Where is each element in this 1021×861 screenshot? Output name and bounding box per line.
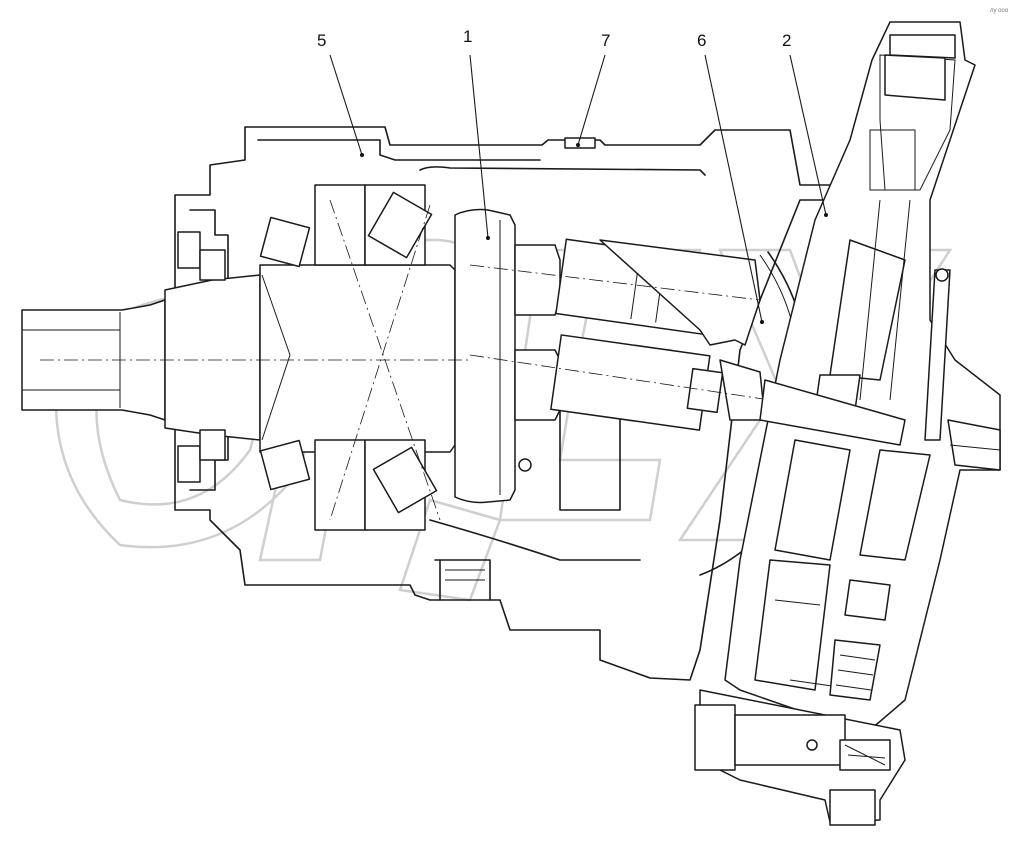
part-labels: 5 1 7 6 2 xyxy=(317,27,791,50)
label-part-2: 2 xyxy=(782,31,791,50)
output-shaft xyxy=(21,264,466,453)
pistons xyxy=(514,238,766,431)
port-cover xyxy=(724,21,1001,731)
label-part-6: 6 xyxy=(697,31,706,50)
label-part-7: 7 xyxy=(601,31,610,50)
label-part-5: 5 xyxy=(317,31,326,50)
leader-dots xyxy=(360,143,828,324)
corner-mark: лу ооо xyxy=(990,8,1009,14)
bottom-end-cap xyxy=(694,689,906,826)
label-part-1: 1 xyxy=(463,27,472,46)
shaft-bearings xyxy=(177,184,438,531)
centerlines xyxy=(40,199,771,521)
leader-lines xyxy=(329,54,827,323)
